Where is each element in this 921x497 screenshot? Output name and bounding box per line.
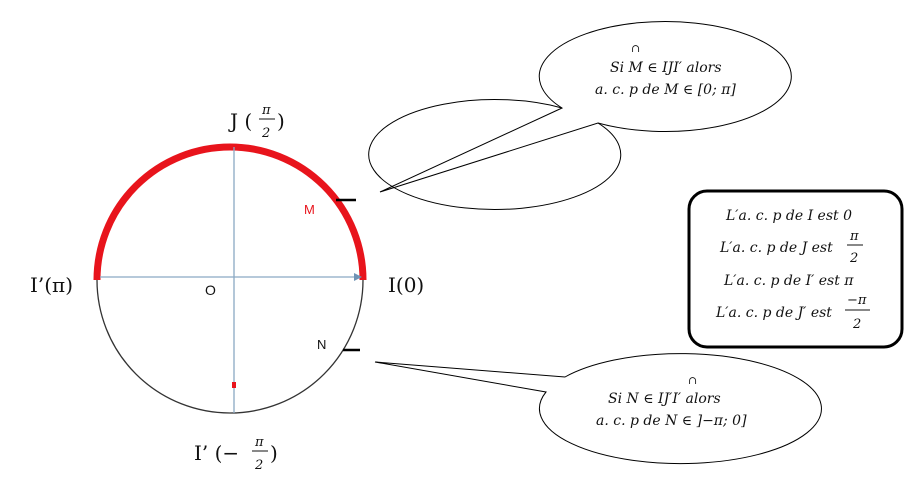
upper-half-red-arc — [93, 143, 367, 281]
info-line-2-num: π — [849, 229, 859, 244]
bubble-top-line1: Si M ∈ IJI′ alors — [610, 60, 722, 76]
label-j-prime-close: ) — [270, 441, 278, 465]
label-origin: O — [205, 282, 216, 298]
red-mark-bottom — [232, 382, 236, 388]
label-j-prime-num: π — [254, 435, 264, 450]
info-line-2-den: 2 — [849, 251, 858, 266]
speech-bubble-bottom — [374, 353, 822, 465]
info-box — [687, 189, 904, 349]
label-m: M — [304, 202, 315, 217]
label-j-close: ) — [277, 109, 285, 133]
info-line-1: L′a. c. p de I est 0 — [725, 208, 852, 224]
info-line-2: L′a. c. p de J est — [719, 240, 833, 256]
label-j-prime: I’ (− — [194, 441, 239, 465]
label-j-prime-den: 2 — [254, 458, 263, 473]
info-line-4-num: −π — [847, 293, 867, 308]
speech-bubble-top — [379, 21, 792, 193]
bubble-top-line2: a. c. p de M ∈ [0; π] — [595, 82, 736, 98]
label-i-prime: I’(π) — [30, 273, 73, 297]
bubble-bottom-line2: a. c. p de N ∈ ]−π; 0] — [596, 413, 747, 429]
label-j-den: 2 — [261, 126, 270, 141]
bubble-bottom-line1: Si N ∈ IJ′I′ alors — [608, 391, 721, 407]
info-line-3: L′a. c. p de I′ est π — [723, 273, 854, 289]
info-line-4: L′a. c. p de J′ est — [715, 305, 832, 321]
label-i: I(0) — [388, 273, 424, 297]
bubble-outline — [368, 99, 622, 210]
label-n: N — [317, 337, 326, 352]
arc-mark: ∩ — [631, 42, 640, 55]
x-axis-arrow-icon — [354, 273, 362, 281]
label-j: J ( — [228, 109, 252, 133]
label-j-num: π — [261, 103, 271, 118]
info-line-4-den: 2 — [852, 317, 861, 332]
arc-mark: ∩ — [688, 374, 697, 387]
